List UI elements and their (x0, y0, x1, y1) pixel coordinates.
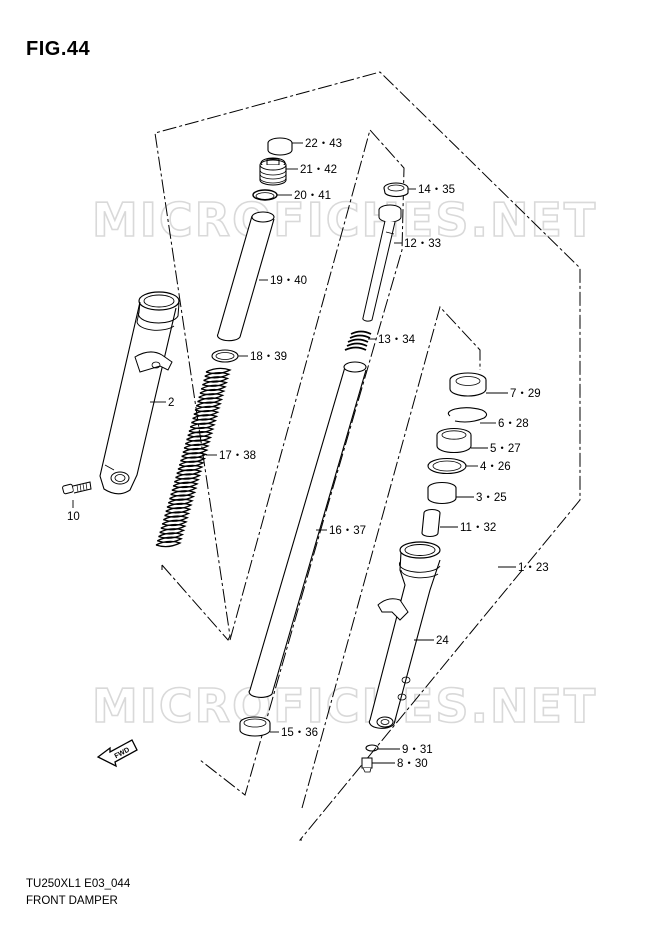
part-6-circlip (447, 407, 488, 423)
callout-14: 14・35 (418, 184, 455, 196)
callout-15: 15・36 (281, 727, 318, 739)
figure-title: FIG.44 (26, 38, 91, 60)
forward-arrow-icon: FWD (96, 739, 138, 768)
part-24-outer-tube (368, 541, 441, 729)
callout-labels: 22・43 21・42 20・41 19・40 18・39 17・38 2 10… (67, 138, 549, 770)
callout-5: 5・27 (490, 443, 521, 455)
callout-1: 1・23 (518, 562, 549, 574)
callout-9: 9・31 (402, 744, 433, 756)
part-21-cap-bolt (259, 157, 287, 186)
callout-13: 13・34 (378, 334, 416, 346)
part-16-inner-tube (248, 361, 367, 698)
callout-21: 21・42 (300, 164, 337, 176)
part-11-oil-lock-piece (421, 508, 441, 538)
part-22-cap (267, 137, 293, 156)
part-8-bolt (361, 757, 373, 773)
part-2-damper-housing (99, 291, 180, 495)
callout-4: 4・26 (480, 461, 511, 473)
leader-lines (72, 142, 516, 764)
part-19-spacer (216, 211, 275, 342)
part-7-dust-seal (449, 372, 487, 397)
callout-11: 11・32 (460, 522, 496, 534)
outline-outer-tube (301, 306, 481, 809)
callout-6: 6・28 (498, 418, 529, 430)
callout-7: 7・29 (510, 388, 541, 400)
watermark-bottom: MICROFICHES.NET (92, 679, 597, 733)
callout-8: 8・30 (397, 758, 428, 770)
figure-name: FRONT DAMPER (26, 895, 118, 907)
part-17-spring (155, 367, 232, 548)
part-9-gasket (365, 744, 379, 752)
callout-3: 3・25 (476, 492, 507, 504)
callout-10: 10 (67, 511, 80, 523)
part-3-guide-bush (427, 481, 457, 505)
callout-22: 22・43 (305, 138, 342, 150)
callout-16: 16・37 (329, 525, 366, 537)
figure-code: TU250XL1 E03_044 (26, 878, 131, 890)
part-14-dust-seal (383, 182, 409, 198)
callout-20: 20・41 (294, 190, 331, 202)
callout-24: 24 (436, 635, 449, 647)
part-5-oil-seal (436, 427, 472, 454)
spring-coil (155, 540, 182, 548)
part-18-washer (211, 349, 239, 363)
part-13-rebound-spring (344, 330, 372, 351)
callout-2: 2 (168, 397, 174, 409)
callout-18: 18・39 (250, 351, 287, 363)
callout-19: 19・40 (270, 275, 307, 287)
part-12-damper-rod (362, 204, 402, 322)
outline-inner-tube (199, 128, 405, 796)
part-4-washer (427, 457, 467, 475)
callout-17: 17・38 (219, 450, 256, 462)
part-10-bolt (62, 481, 92, 495)
part-15-bush (239, 716, 271, 737)
outline-main (154, 71, 581, 841)
callout-12: 12・33 (404, 238, 441, 250)
